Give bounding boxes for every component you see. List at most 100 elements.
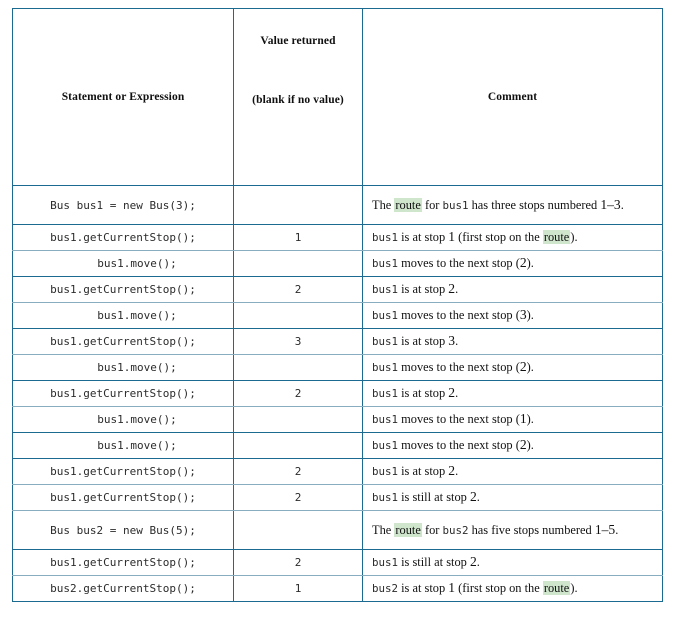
cell-value-returned (233, 250, 363, 277)
comment-text: ). (526, 256, 534, 271)
comment-text: is at stop (398, 230, 449, 245)
inline-number: 2 (519, 437, 527, 453)
cell-comment: bus1 is still at stop 2. (362, 549, 663, 576)
inline-code: bus1 (372, 556, 399, 570)
column-header-value-bottom: (blank if no value) (252, 94, 344, 106)
highlighted-term: route (542, 230, 571, 245)
cell-comment: bus1 is at stop 3. (362, 328, 663, 355)
cell-comment: bus1 is at stop 2. (362, 458, 663, 485)
inline-code: bus1 (372, 283, 399, 297)
cell-value-returned: 2 (233, 549, 363, 576)
comment-text: for (421, 522, 443, 537)
inline-number: 2 (469, 489, 477, 505)
inline-number: 2 (448, 281, 456, 297)
cell-statement: bus1.move(); (12, 354, 234, 381)
comment-text: moves to the next stop ( (398, 360, 520, 375)
inline-number: 1–5 (594, 521, 616, 537)
cell-value-returned: 2 (233, 276, 363, 303)
cell-statement: bus1.getCurrentStop(); (12, 549, 234, 576)
column-header-value-top: Value returned (260, 35, 336, 47)
comment-text: has five stops numbered (468, 522, 595, 537)
cell-statement: bus1.move(); (12, 250, 234, 277)
comment-text: . (615, 522, 619, 537)
cell-statement: Bus bus2 = new Bus(5); (12, 510, 234, 550)
inline-code: bus1 (372, 465, 399, 479)
comment-text: ). (526, 438, 534, 453)
cell-statement: bus1.move(); (12, 302, 234, 329)
inline-number: 1–3 (600, 196, 621, 212)
comment-text: ). (526, 412, 534, 427)
cell-comment: bus1 moves to the next stop (2). (362, 432, 663, 459)
inline-code: bus1 (442, 198, 469, 212)
cell-value-returned: 2 (233, 484, 363, 511)
inline-number: 2 (448, 385, 456, 401)
inline-code: bus2 (372, 582, 399, 596)
cell-comment: bus2 is at stop 1 (first stop on the rou… (362, 575, 663, 602)
comment-text: is at stop (398, 282, 449, 297)
cell-statement: bus2.getCurrentStop(); (12, 575, 234, 602)
comment-text: is still at stop (398, 555, 470, 570)
cell-statement: bus1.getCurrentStop(); (12, 276, 234, 303)
cell-value-returned: 3 (233, 328, 363, 355)
table-row: bus1.move();bus1 moves to the next stop … (12, 432, 663, 459)
bus-trace-table: Statement or Expression Value returned (… (12, 8, 663, 602)
inline-number: 2 (519, 359, 527, 375)
table-row: Bus bus1 = new Bus(3);The route for bus1… (12, 185, 663, 225)
comment-text: . (455, 464, 459, 479)
table-body: Bus bus1 = new Bus(3);The route for bus1… (12, 185, 663, 602)
cell-value-returned (233, 432, 363, 459)
inline-number: 2 (469, 554, 477, 570)
comment-text: . (476, 555, 480, 570)
cell-value-returned: 1 (233, 575, 363, 602)
inline-number: 2 (448, 463, 456, 479)
inline-number: 2 (519, 255, 527, 271)
table-header: Statement or Expression Value returned (… (12, 8, 663, 186)
comment-text: (first stop on the (455, 230, 543, 245)
comment-text: . (455, 386, 459, 401)
inline-code: bus2 (442, 523, 469, 537)
cell-value-returned (233, 406, 363, 433)
inline-code: bus1 (372, 387, 399, 401)
comment-text: moves to the next stop ( (398, 256, 520, 271)
inline-number: 1 (448, 580, 456, 596)
comment-text: ). (526, 360, 534, 375)
cell-statement: bus1.getCurrentStop(); (12, 484, 234, 511)
comment-text: . (455, 282, 459, 297)
table-row: bus1.move(); bus1 moves to the next stop … (12, 302, 663, 329)
comment-text: ). (570, 230, 578, 245)
highlighted-term: route (394, 197, 422, 212)
comment-text: is at stop (398, 334, 449, 349)
cell-comment: The route for bus2 has five stops number… (362, 510, 663, 550)
highlighted-term: route (394, 522, 422, 537)
column-header-value-spacer (234, 47, 362, 93)
comment-text: moves to the next stop ( (398, 438, 520, 453)
inline-code: bus1 (372, 361, 399, 375)
comment-text: is still at stop (398, 490, 470, 505)
cell-comment: bus1 moves to the next stop (2). (362, 250, 663, 277)
column-header-value: Value returned (blank if no value) (233, 8, 363, 186)
comment-text: The (372, 522, 395, 537)
comment-text: The (372, 197, 395, 212)
comment-text: ). (526, 308, 534, 323)
inline-code: bus1 (372, 309, 399, 323)
inline-code: bus1 (372, 413, 399, 427)
cell-comment: bus1 is still at stop 2. (362, 484, 663, 511)
cell-comment: bus1 moves to the next stop (1). (362, 406, 663, 433)
table-row: Bus bus2 = new Bus(5); The route for bus2… (12, 510, 663, 550)
column-header-comment: Comment (362, 8, 663, 186)
cell-comment: bus1 moves to the next stop (3). (362, 302, 663, 329)
comment-text: . (455, 334, 459, 349)
cell-statement: bus1.getCurrentStop(); (12, 458, 234, 485)
cell-value-returned: 2 (233, 380, 363, 407)
table-row: bus1.move(); bus1 moves to the next stop … (12, 250, 663, 277)
comment-text: has three stops numbered (468, 197, 601, 212)
cell-value-returned: 2 (233, 458, 363, 485)
cell-comment: The route for bus1 has three stops numbe… (362, 185, 663, 225)
